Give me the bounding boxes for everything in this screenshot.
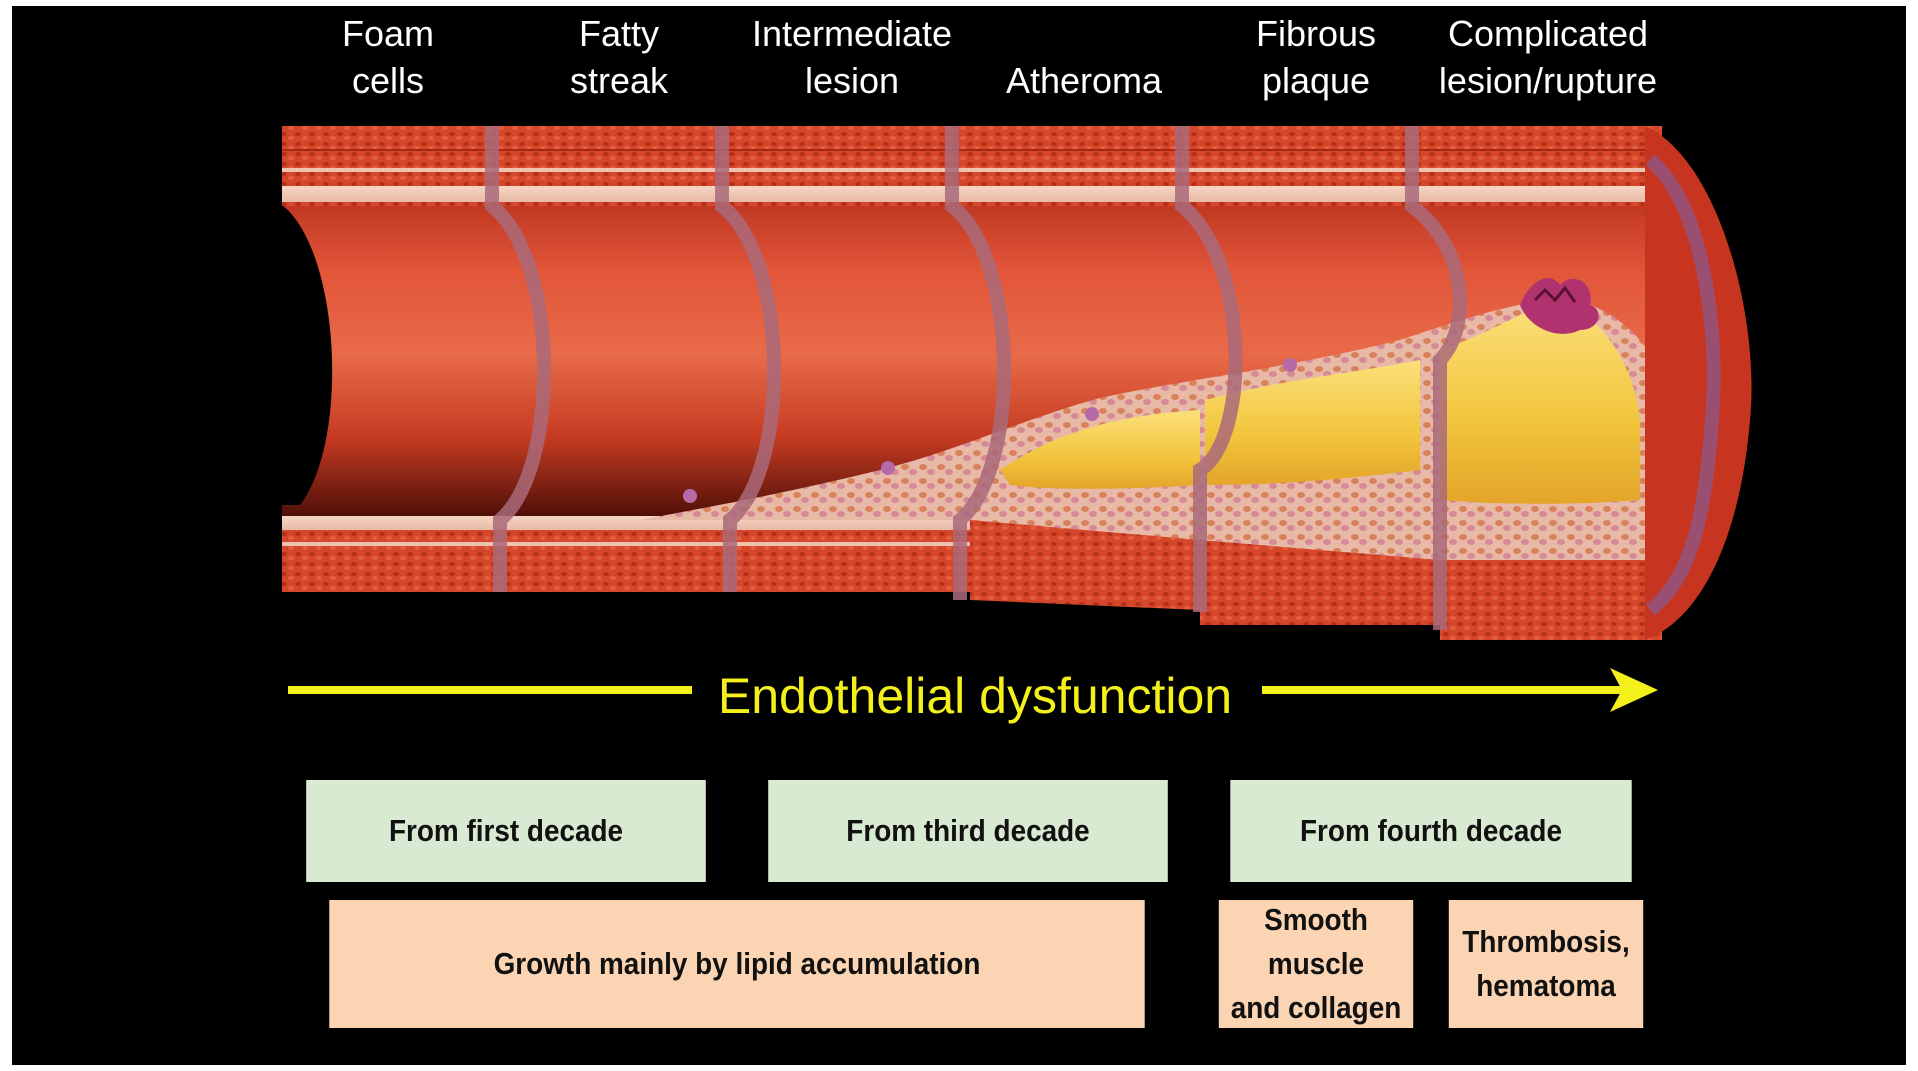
onset-box-fourth-decade: From fourth decade [1230,780,1631,882]
stage-label-atheroma: Atheroma [964,57,1204,104]
stage-label-intermediate-lesion: Intermediate lesion [732,10,972,104]
progression-label: Endothelial dysfunction [700,666,1250,726]
vessel-right-end [1645,126,1752,640]
growth-box-thrombosis: Thrombosis, hematoma [1449,900,1643,1028]
stage-label-foam-cells: Foam cells [268,10,508,104]
stage-label-fatty-streak: Fatty streak [499,10,739,104]
onset-box-third-decade: From third decade [768,780,1168,882]
onset-box-first-decade: From first decade [306,780,706,882]
stage-label-fibrous-plaque: Fibrous plaque [1196,10,1436,104]
stage-label-complicated-lesion: Complicated lesion/rupture [1428,10,1668,104]
growth-box-smooth-muscle: Smooth muscle and collagen [1219,900,1413,1028]
growth-box-lipid-accumulation: Growth mainly by lipid accumulation [329,900,1144,1028]
